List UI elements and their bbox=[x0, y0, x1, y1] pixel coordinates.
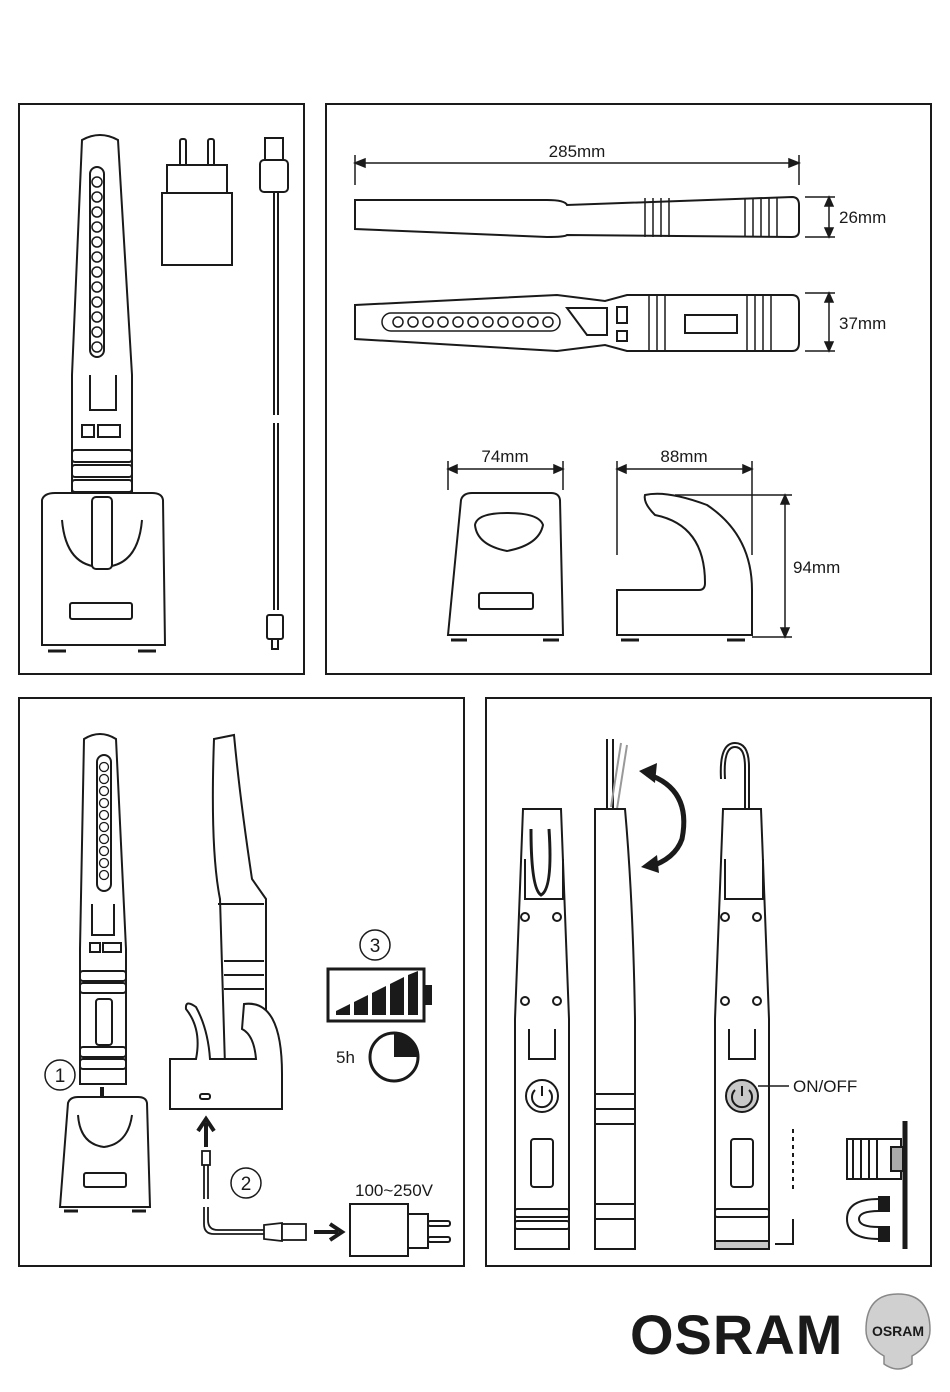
dimensions-panel: 285mm 26mm 37mm 74mm 88mm 94mm bbox=[325, 103, 932, 675]
usb-plug-arrow bbox=[198, 1119, 214, 1147]
step-1-number: 1 bbox=[55, 1066, 66, 1087]
contents-panel bbox=[18, 103, 305, 675]
lamp-front-view bbox=[355, 295, 799, 351]
voltage-label: 100~250V bbox=[355, 1181, 434, 1200]
usb-cable-illustration bbox=[260, 138, 288, 649]
base-width-label: 74mm bbox=[481, 447, 528, 466]
length-label: 285mm bbox=[549, 142, 606, 161]
base-front-view bbox=[448, 493, 563, 640]
base-depth-label: 88mm bbox=[660, 447, 707, 466]
step-3-number: 3 bbox=[370, 936, 381, 957]
lamp-side-view bbox=[355, 197, 799, 237]
height-front-label: 37mm bbox=[839, 314, 886, 333]
brand-wordmark: OSRAM bbox=[630, 1302, 843, 1367]
charging-base bbox=[60, 1097, 150, 1211]
charging-adapter bbox=[350, 1204, 450, 1256]
contents-illustration bbox=[20, 105, 303, 673]
battery-full-icon bbox=[328, 969, 432, 1021]
base-side-view bbox=[617, 494, 752, 640]
clock-icon bbox=[370, 1033, 418, 1081]
dimensions-illustration: 285mm 26mm 37mm 74mm 88mm 94mm bbox=[327, 105, 930, 673]
lamp-side-hook bbox=[595, 739, 635, 1249]
on-off-label: ON/OFF bbox=[793, 1077, 857, 1096]
magnet-wall-illustration bbox=[775, 1121, 905, 1249]
base-height-label: 94mm bbox=[793, 558, 840, 577]
brand-badge-text: OSRAM bbox=[872, 1323, 924, 1339]
lamp-in-stand bbox=[170, 735, 282, 1109]
usage-panel: ON/OFF bbox=[485, 697, 932, 1267]
charging-panel: 1 2 bbox=[18, 697, 465, 1267]
brand-badge: OSRAM bbox=[860, 1290, 936, 1376]
usage-illustration: ON/OFF bbox=[487, 699, 930, 1265]
step-2-number: 2 bbox=[241, 1174, 252, 1195]
charging-illustration: 1 2 bbox=[20, 699, 463, 1265]
charging-lamp bbox=[80, 734, 126, 1084]
power-adapter-illustration bbox=[162, 139, 232, 265]
rotate-arrow bbox=[647, 774, 684, 867]
plug-direction-arrow bbox=[314, 1224, 342, 1240]
stand-illustration bbox=[42, 493, 165, 651]
lamp-illustration bbox=[72, 135, 132, 495]
lamp-hook-extended bbox=[715, 743, 769, 1249]
charge-time-label: 5h bbox=[336, 1048, 355, 1067]
lamp-back-view bbox=[515, 809, 569, 1249]
height-side-label: 26mm bbox=[839, 208, 886, 227]
